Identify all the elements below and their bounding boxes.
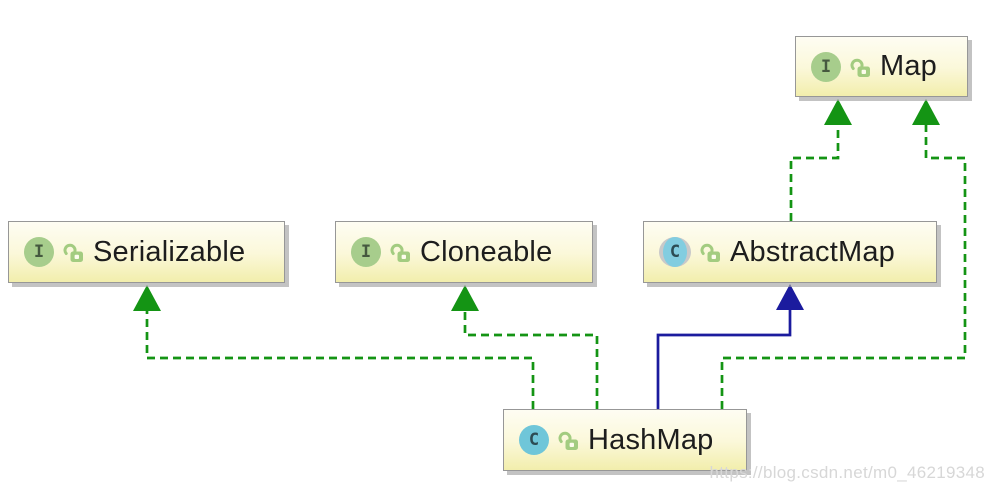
class-node-serializable[interactable]: I Serializable <box>8 221 285 283</box>
edge-hashmap-implements-serializable <box>145 311 535 409</box>
edge-abstractmap-implements-map <box>789 125 840 221</box>
class-name-label: Serializable <box>93 235 246 268</box>
class-icon: C <box>519 425 549 455</box>
arrowhead-abstractmap-implements-map-icon <box>824 99 852 125</box>
interface-icon: I <box>811 51 841 82</box>
open-lock-icon <box>390 243 410 262</box>
arrowhead-implements-cloneable-icon <box>451 285 479 311</box>
arrowhead-extends-abstractmap-icon <box>776 284 804 310</box>
interface-icon: I <box>24 237 54 267</box>
interface-icon: I <box>351 237 381 267</box>
class-name-label: AbstractMap <box>730 235 895 268</box>
interface-icon-letter: I <box>33 242 45 262</box>
interface-icon-letter: I <box>360 242 372 262</box>
class-name-label: Map <box>880 50 938 82</box>
class-node-hashmap[interactable]: C HashMap <box>503 409 747 471</box>
edge-hashmap-extends-abstractmap <box>656 310 792 409</box>
abstract-class-icon-letter: C <box>669 242 681 262</box>
watermark-text: https://blog.csdn.net/m0_46219348 <box>709 463 985 482</box>
edge-hashmap-implements-map <box>720 125 967 409</box>
class-node-cloneable[interactable]: I Cloneable <box>335 221 593 283</box>
interface-icon-letter: I <box>820 56 832 77</box>
open-lock-icon <box>700 243 720 262</box>
class-icon-letter: C <box>528 430 540 450</box>
edge-hashmap-implements-cloneable <box>463 311 599 409</box>
arrowhead-implements-serializable-icon <box>133 285 161 311</box>
open-lock-icon <box>850 58 870 77</box>
class-node-abstractmap[interactable]: C AbstractMap <box>643 221 937 283</box>
open-lock-icon <box>63 243 83 262</box>
class-name-label: Cloneable <box>420 235 553 268</box>
class-name-label: HashMap <box>588 423 714 456</box>
open-lock-icon <box>558 431 578 450</box>
arrowhead-hashmap-implements-map-icon <box>912 99 940 125</box>
abstract-class-icon: C <box>659 237 691 267</box>
class-node-map[interactable]: I Map <box>795 36 968 97</box>
